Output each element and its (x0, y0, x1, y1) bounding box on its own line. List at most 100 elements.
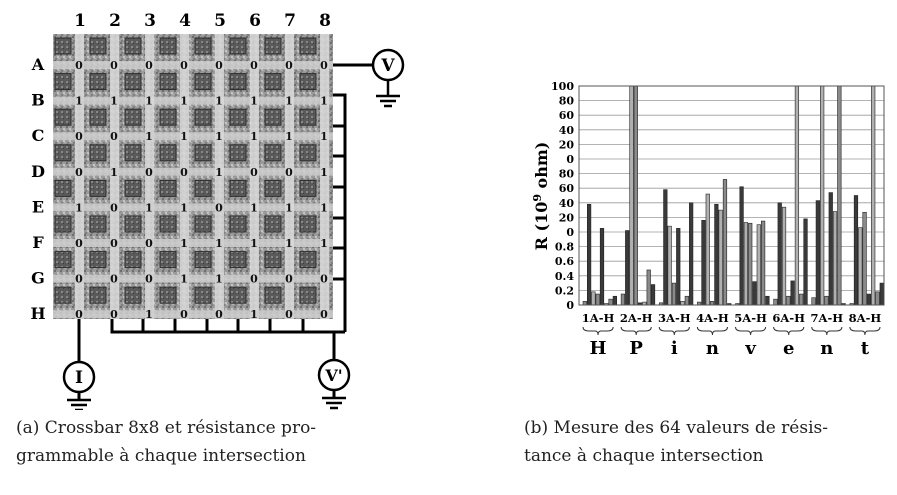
group-letter: e (783, 338, 794, 359)
bar (671, 282, 677, 306)
cell-bit: 0 (320, 273, 328, 286)
row-label-B: B (31, 91, 45, 110)
crossbar-pad (299, 251, 317, 269)
cell-bit: 0 (285, 273, 293, 286)
voltmeter-v-prime: V' (317, 358, 351, 410)
bar (760, 220, 766, 306)
crossbar-pad (54, 144, 72, 162)
column-electrode (180, 34, 189, 319)
crossbar-pad (54, 286, 72, 304)
column-label-5: 5 (214, 11, 226, 31)
cell-bit: 0 (180, 166, 188, 179)
cell-bit: 1 (145, 201, 153, 214)
bar (586, 203, 592, 306)
crossbar-pad (194, 73, 212, 91)
group-letter: n (820, 338, 833, 359)
cell-bit: 1 (145, 95, 153, 108)
cell-bit: 0 (75, 308, 83, 321)
crossbar-pad (229, 215, 247, 233)
crossbar-pad (124, 251, 142, 269)
column-label-1: 1 (74, 11, 86, 31)
meter-v-prime-label: V' (324, 366, 342, 385)
cell-bit: 0 (285, 59, 293, 72)
crossbar-pad (229, 286, 247, 304)
cell-bit: 0 (320, 59, 328, 72)
crossbar-pad (54, 215, 72, 233)
cell-bit: 1 (285, 130, 293, 143)
crossbar-pad (159, 108, 177, 126)
cell-bit: 0 (145, 237, 153, 250)
bar (866, 293, 871, 306)
column-label-4: 4 (179, 11, 191, 31)
crossbar-pad (264, 73, 282, 91)
y-tick-label: 80 (559, 168, 575, 181)
crossbar-pad (299, 215, 317, 233)
cell-bit: 0 (145, 273, 153, 286)
wiring (77, 63, 373, 400)
crossbar-pad (159, 251, 177, 269)
cell-bit: 0 (250, 59, 258, 72)
bar (871, 85, 876, 306)
y-tick-label: 80 (559, 95, 575, 108)
cell-bit: 1 (285, 95, 293, 108)
cell-bit: 1 (75, 95, 83, 108)
crossbar-pad (89, 108, 107, 126)
cell-bit: 0 (110, 130, 118, 143)
cell-bit: 1 (215, 166, 223, 179)
cell-bit: 1 (110, 166, 118, 179)
bar (676, 228, 681, 306)
bar (824, 295, 829, 306)
plot-frame (578, 85, 885, 306)
cell-bit: 1 (215, 95, 223, 108)
bar (591, 291, 596, 306)
cell-bit: 1 (180, 130, 188, 143)
crossbar-pad (229, 37, 247, 55)
bar (832, 211, 838, 306)
voltmeter-v: V (371, 48, 405, 108)
group-label: 6A-H (772, 311, 805, 325)
crossbar-pad (264, 144, 282, 162)
cell-bit: 1 (320, 95, 328, 108)
crossbar-pad (124, 144, 142, 162)
crossbar-pad (54, 179, 72, 197)
bar (781, 206, 787, 306)
bar (743, 222, 748, 306)
cell-bit: 0 (145, 59, 153, 72)
crossbar-pad (194, 108, 212, 126)
cell-bit: 1 (250, 130, 258, 143)
cell-bit: 0 (110, 308, 118, 321)
crossbar-pad (229, 108, 247, 126)
cell-bit: 1 (320, 130, 328, 143)
crossbar-pad (89, 179, 107, 197)
cell-bit: 1 (250, 237, 258, 250)
group-label: 4A-H (696, 311, 729, 325)
crossbar-pad (124, 73, 142, 91)
bar (612, 295, 617, 306)
group-label: 2A-H (620, 311, 653, 325)
bar (811, 297, 816, 306)
cell-bit: 1 (75, 201, 83, 214)
crossbar-pad (54, 37, 72, 55)
cell-bit: 0 (285, 308, 293, 321)
caption-b-line2: tance à chaque intersection (524, 446, 764, 466)
bar (705, 193, 710, 306)
cell-bit: 1 (320, 166, 328, 179)
bar (837, 85, 842, 306)
group-letter: v (744, 338, 756, 359)
crossbar-pad (229, 179, 247, 197)
bar (714, 203, 719, 306)
bar (663, 189, 668, 306)
crossbar-pad (159, 215, 177, 233)
bar (790, 280, 795, 306)
cell-bit: 1 (180, 273, 188, 286)
crossbar-pad (194, 179, 212, 197)
bar (803, 218, 808, 306)
cell-bit: 1 (250, 308, 258, 321)
crossbar-pad (89, 251, 107, 269)
group-brace (696, 326, 728, 336)
column-label-3: 3 (144, 11, 156, 31)
bar (633, 85, 638, 306)
y-tick-label: 0.4 (555, 270, 574, 283)
cell-bit: 1 (285, 201, 293, 214)
crossbar-pad (299, 37, 317, 55)
